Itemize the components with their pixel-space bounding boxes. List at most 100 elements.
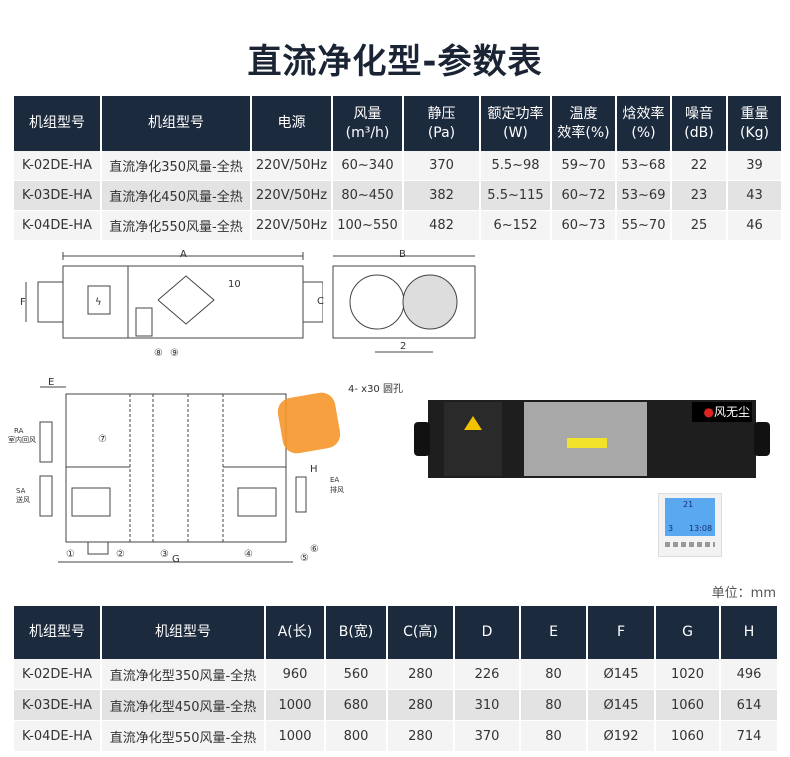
spec-cell: 220V/50Hz: [251, 180, 333, 211]
dim-header-cell: 机组型号: [14, 606, 102, 659]
spec-cell: 370: [403, 151, 481, 181]
spec-header-text: 电源: [277, 115, 306, 131]
brand-logo: ●风无尘: [692, 402, 752, 422]
spec-cell: 100~550: [332, 210, 404, 241]
spec-header-text: 重量: [740, 105, 769, 122]
spec-cell: 直流净化350风量-全热: [101, 151, 252, 181]
part-4: ④: [244, 549, 253, 560]
part-10: 10: [228, 279, 241, 290]
dim-cell: 960: [265, 659, 326, 690]
warning-icon: [464, 416, 482, 430]
spec-cell: 60~72: [551, 180, 617, 211]
spec-header-text: (Pa): [427, 124, 456, 141]
dim-cell: Ø145: [587, 659, 656, 690]
spec-header-text: 温度: [569, 105, 598, 122]
spec-cell: 55~70: [616, 210, 672, 241]
spec-cell: 5.5~115: [480, 180, 552, 211]
spec-header-cell: 电源: [251, 96, 333, 151]
dim-h: H: [310, 464, 318, 475]
spec-header-text: (dB): [684, 124, 714, 141]
spec-header-cell: 噪音 (dB): [671, 96, 728, 151]
dim-f: F: [20, 297, 26, 308]
spec-header-cell: 重量 (Kg): [727, 96, 783, 151]
spec-header-text: 焓效率: [622, 105, 665, 122]
dim-header-cell: G: [655, 606, 721, 659]
spec-cell: 5.5~98: [480, 151, 552, 181]
spec-cell: 60~73: [551, 210, 617, 241]
controller-mode: 3: [668, 524, 674, 533]
spec-table: 机组型号机组型号电源风量(m³/h)静压(Pa)额定功率(W)温度效率(%)焓效…: [14, 96, 783, 241]
dim-cell: 1020: [655, 659, 721, 690]
spec-header-cell: 机组型号: [14, 96, 102, 151]
spec-header-text: (Kg): [740, 124, 769, 141]
electrical-box: [444, 402, 502, 476]
dim-cell: 310: [454, 689, 521, 721]
ea-cn-label: 排风: [330, 485, 344, 494]
dim-header-cell: D: [454, 606, 521, 659]
spec-cell: 6~152: [480, 210, 552, 241]
spec-cell: K-02DE-HA: [14, 151, 102, 181]
ra-cn-label: 室内回风: [8, 435, 36, 444]
dim-cell: Ø192: [587, 720, 656, 752]
spec-header-cell: 风量(m³/h): [332, 96, 404, 151]
dim-cell: 714: [720, 720, 779, 752]
spec-header-text: 静压: [427, 105, 456, 122]
part-3: ③: [160, 549, 169, 560]
spec-cell: 25: [671, 210, 728, 241]
part-1: ①: [66, 549, 75, 560]
dim-cell: 80: [520, 720, 588, 752]
dim-c: C: [317, 296, 324, 307]
dim-cell: Ø145: [587, 689, 656, 721]
spec-header-text: 机组型号: [148, 115, 204, 131]
spec-header-text: 噪音: [685, 105, 713, 122]
part-9: ⑨: [170, 348, 179, 359]
spec-header-text: (%): [631, 124, 656, 141]
part-5: ⑤: [300, 553, 309, 564]
spec-cell: 59~70: [551, 151, 617, 181]
sa-label: SA: [16, 487, 26, 495]
spec-cell: 482: [403, 210, 481, 241]
dim-d: 2: [400, 341, 406, 352]
dim-e: E: [48, 377, 54, 388]
dim-cell: 680: [325, 689, 388, 721]
spec-header-cell: 机组型号: [101, 96, 252, 151]
spec-cell: 53~69: [616, 180, 672, 211]
controller-temp: 21: [683, 500, 694, 509]
electric-warning-icon: ϟ: [95, 297, 102, 308]
spec-cell: 60~340: [332, 151, 404, 181]
unit-label: 单位：mm: [711, 586, 776, 601]
controller-buttons[interactable]: [665, 542, 715, 547]
ea-label: EA: [330, 476, 339, 484]
spec-header-text: 机组型号: [29, 115, 85, 131]
sa-cn-label: 送风: [16, 495, 30, 504]
plan-view-drawing: E G H 4- x30 圆孔 RA 室内回风 SA 送风 EA 排风 ① ② …: [8, 377, 403, 565]
watermark-logo: [275, 390, 343, 456]
dim-cell: 1000: [265, 689, 326, 721]
dim-cell: 1000: [265, 720, 326, 752]
controller-screen: 21 3 13:08: [665, 498, 715, 536]
dim-header-cell: H: [720, 606, 779, 659]
dim-cell: 280: [387, 720, 455, 752]
spec-header-cell: 静压 (Pa): [403, 96, 481, 151]
dim-cell: K-03DE-HA: [14, 689, 102, 721]
spec-cell: 80~450: [332, 180, 404, 211]
dim-cell: 280: [387, 659, 455, 690]
part-2: ②: [116, 549, 125, 560]
spec-cell: 220V/50Hz: [251, 210, 333, 241]
spec-cell: 23: [671, 180, 728, 211]
dim-cell: 280: [387, 689, 455, 721]
spec-cell: 39: [727, 151, 783, 181]
dim-cell: K-04DE-HA: [14, 720, 102, 752]
dim-header-cell: B(宽): [325, 606, 388, 659]
dim-cell: 直流净化型350风量-全热: [101, 659, 266, 690]
spec-cell: 直流净化550风量-全热: [101, 210, 252, 241]
end-view-drawing: B C 2: [317, 249, 476, 353]
dim-cell: 直流净化型550风量-全热: [101, 720, 266, 752]
spec-header-text: 额定功率: [487, 105, 544, 122]
spec-header-text: (m³/h): [345, 124, 390, 141]
